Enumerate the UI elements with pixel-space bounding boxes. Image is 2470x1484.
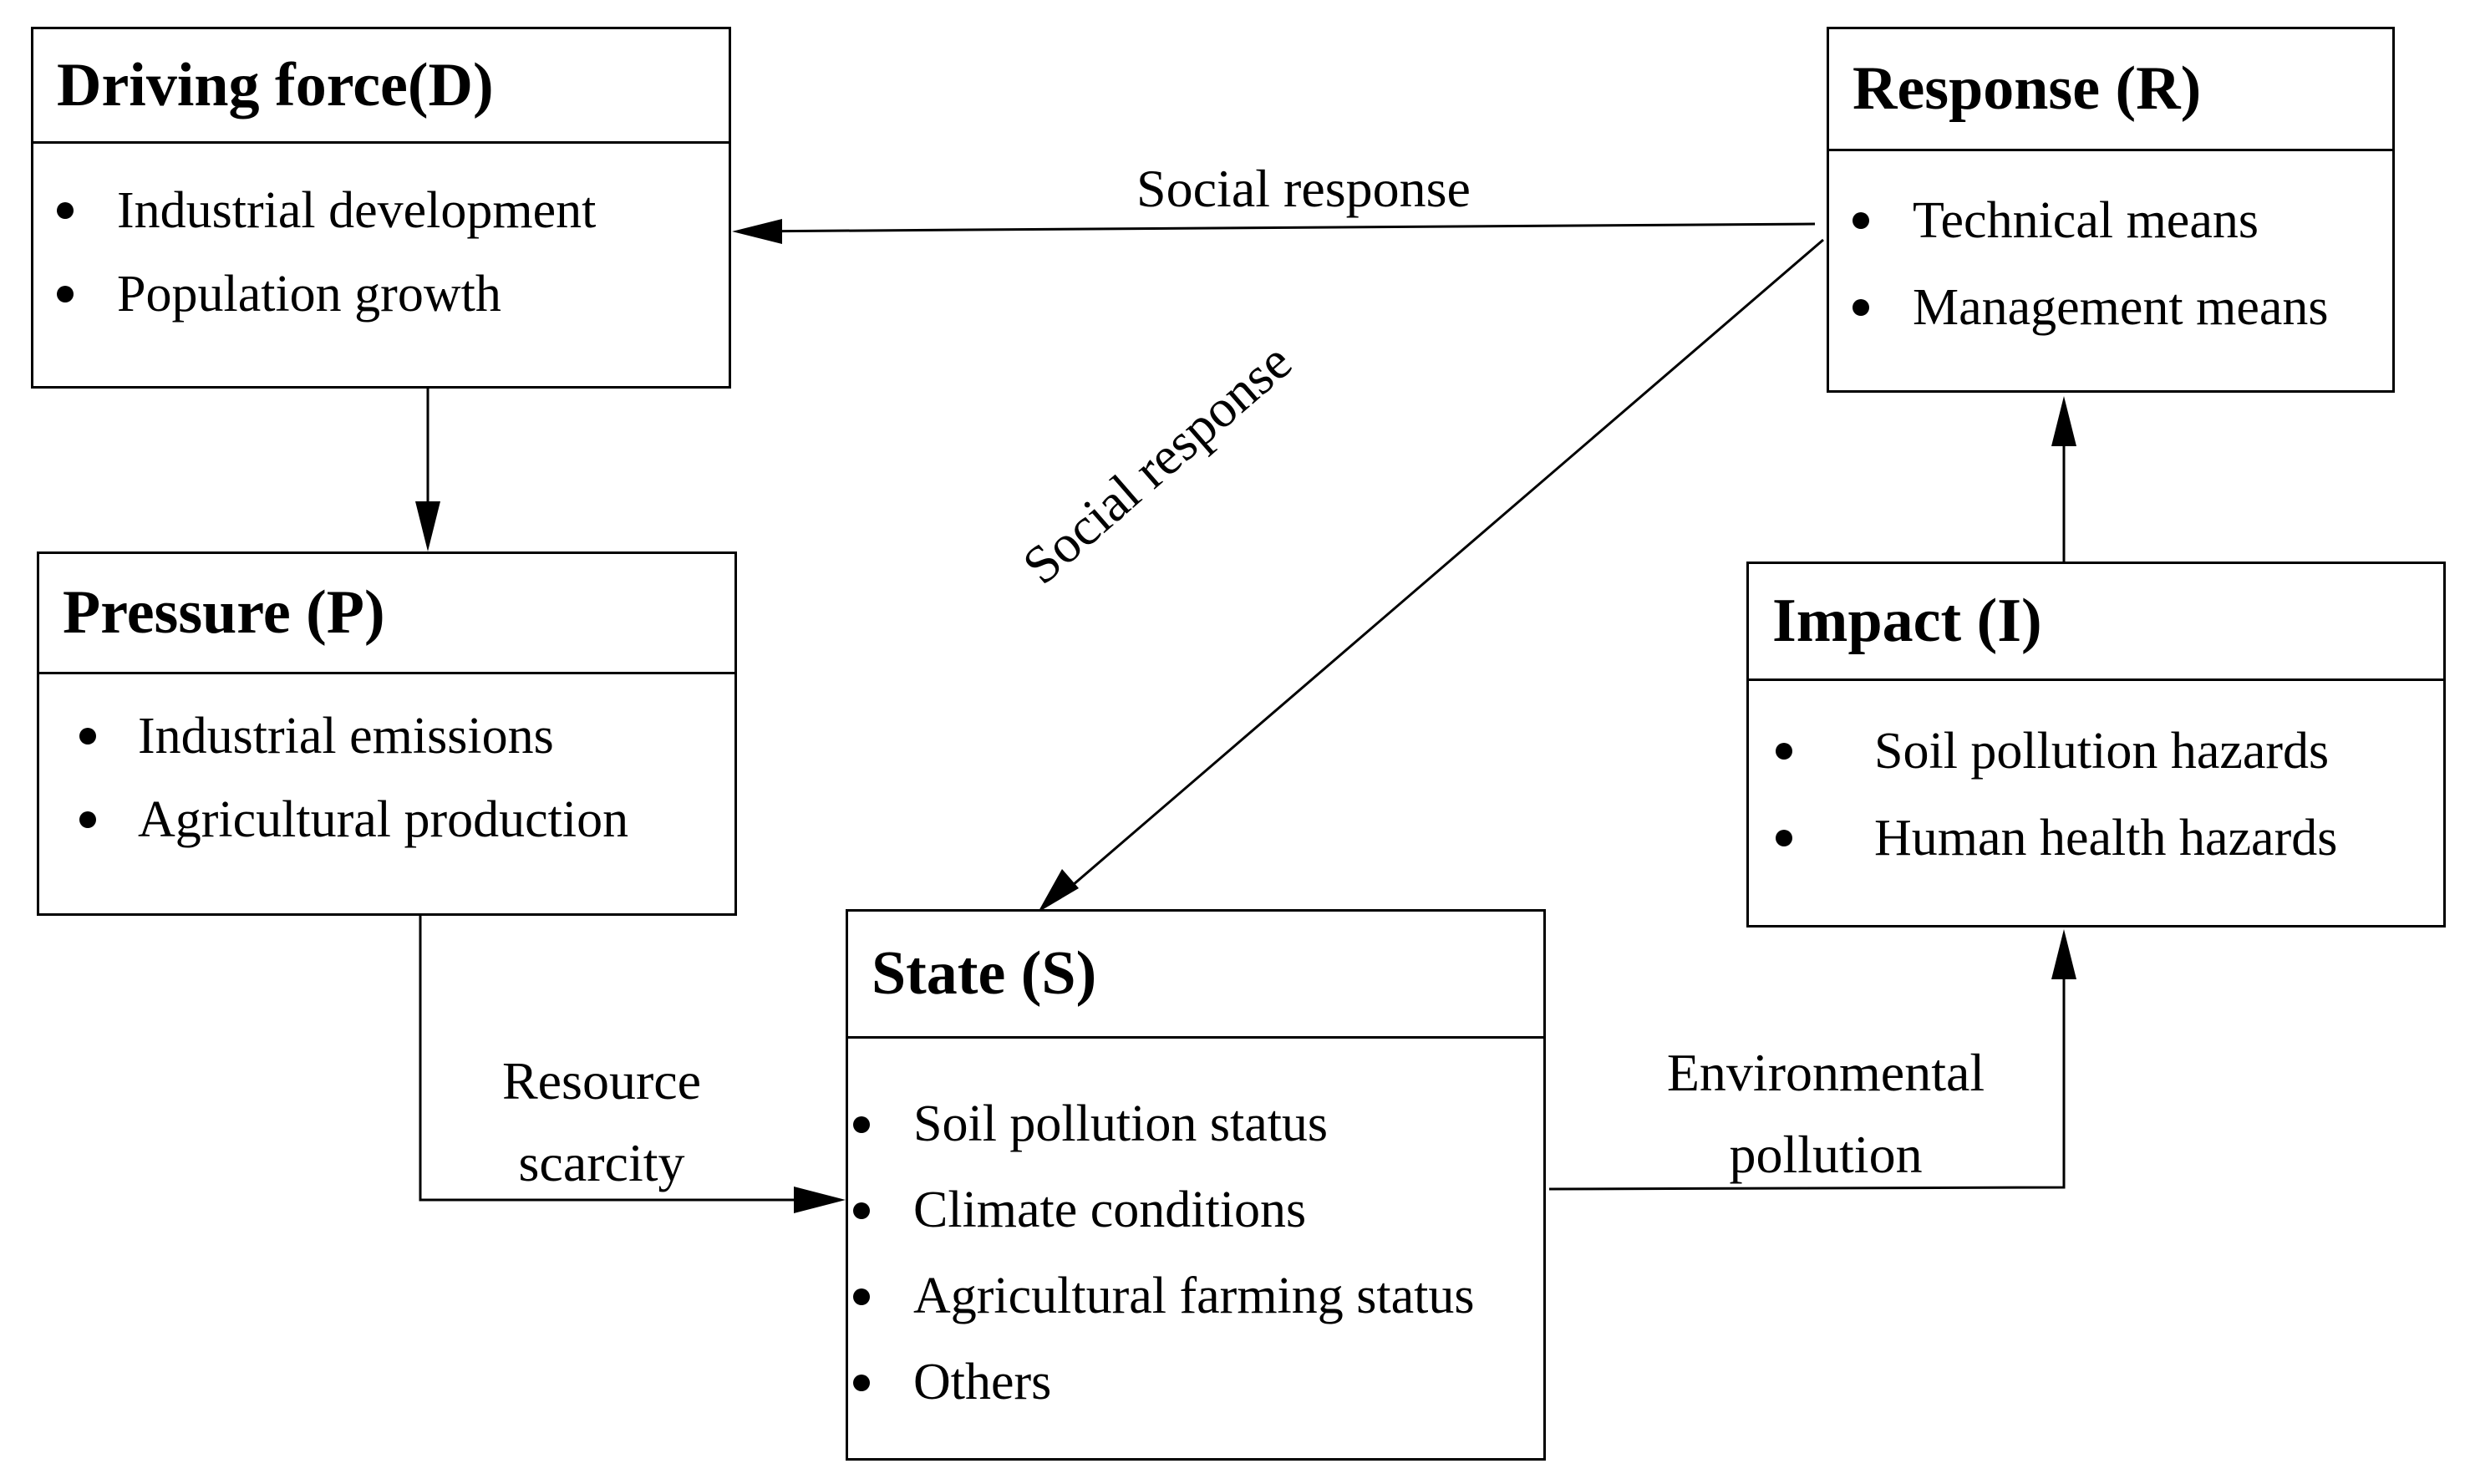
state-title: State (S) [848, 912, 1543, 1039]
bullet-icon [57, 286, 74, 302]
response-box: Response (R) Technical means Management … [1827, 27, 2395, 393]
impact-title: Impact (I) [1749, 564, 2443, 681]
pressure-title: Pressure (P) [39, 554, 734, 674]
bullet-icon [1852, 212, 1869, 229]
edge-label-response-to-driving: Social response [1136, 159, 1471, 218]
bullet-icon [79, 811, 96, 828]
response-title: Response (R) [1829, 29, 2392, 151]
bullet-icon [79, 728, 96, 745]
state-list: Soil pollution status Climate conditions… [848, 1081, 1543, 1426]
arrow-response-to-driving [736, 222, 1816, 233]
arrowhead-impact [2051, 929, 2076, 979]
response-list: Technical means Management means [1829, 177, 2392, 351]
arrowhead-pressure [415, 501, 440, 551]
edge-label-state-to-impact-2: pollution [1729, 1125, 1923, 1184]
bullet-icon [1776, 830, 1792, 846]
list-item: Industrial emissions [39, 694, 734, 778]
arrow-response-to-state [1054, 238, 1824, 902]
edge-label-pressure-to-state-1: Resource [501, 1051, 702, 1110]
list-item: Agricultural farming status [848, 1253, 1543, 1339]
arrowhead-response [2051, 396, 2076, 446]
driving-force-title: Driving force(D) [33, 29, 729, 144]
list-item: Human health hazards [1749, 795, 2443, 882]
list-item: Soil pollution hazards [1749, 708, 2443, 795]
list-item: Technical means [1829, 177, 2392, 264]
edge-label-state-to-impact-1: Environmental [1666, 1043, 1985, 1102]
arrow-pressure-to-state [419, 909, 827, 1202]
bullet-icon [57, 202, 74, 219]
bullet-icon [853, 1374, 870, 1391]
pressure-list: Industrial emissions Agricultural produc… [39, 694, 734, 861]
list-item: Population growth [33, 252, 729, 336]
edge-label-pressure-to-state-2: scarcity [518, 1133, 685, 1192]
state-box: State (S) Soil pollution status Climate … [846, 909, 1546, 1461]
list-item: Management means [1829, 264, 2392, 351]
arrowhead-driving [732, 219, 782, 244]
bullet-icon [1852, 299, 1869, 316]
bullet-icon [853, 1116, 870, 1133]
list-item: Agricultural production [39, 778, 734, 861]
arrow-state-to-impact [1548, 948, 2066, 1191]
list-item: Soil pollution status [848, 1081, 1543, 1167]
list-item: Others [848, 1339, 1543, 1426]
bullet-icon [1776, 743, 1792, 760]
bullet-icon [853, 1288, 870, 1305]
arrowhead-state-diagonal [1038, 869, 1079, 912]
list-item: Industrial development [33, 169, 729, 252]
impact-list: Soil pollution hazards Human health haza… [1749, 708, 2443, 882]
list-item: Climate conditions [848, 1167, 1543, 1253]
pressure-box: Pressure (P) Industrial emissions Agricu… [37, 551, 737, 916]
arrowhead-state-elbow [794, 1187, 846, 1213]
driving-force-list: Industrial development Population growth [33, 169, 729, 336]
driving-force-box: Driving force(D) Industrial development … [31, 27, 731, 389]
impact-box: Impact (I) Soil pollution hazards Human … [1746, 562, 2446, 928]
bullet-icon [853, 1202, 870, 1219]
